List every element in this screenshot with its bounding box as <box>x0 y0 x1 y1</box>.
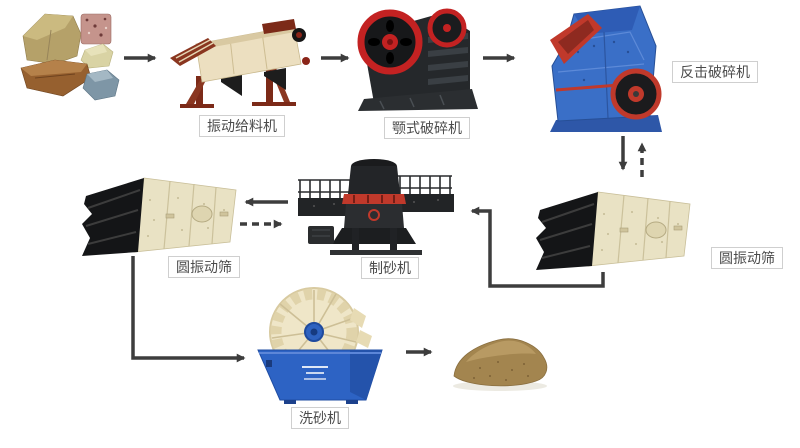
label-sand-washer: 洗砂机 <box>291 407 349 429</box>
vibrating-screen-right-image <box>536 184 698 272</box>
vibrating-screen-icon <box>82 177 237 256</box>
sand-washer-image <box>250 286 392 406</box>
sand-pile-image <box>446 328 554 394</box>
vibrating-feeder-icon <box>170 19 310 108</box>
jaw-crusher-image <box>350 3 482 115</box>
label-vibrating-screen-right: 圆振动筛 <box>711 247 783 269</box>
label-jaw-crusher: 颚式破碎机 <box>384 117 470 139</box>
jaw-crusher-icon <box>357 8 478 111</box>
raw-rocks-icon <box>20 13 120 101</box>
sand-pile-icon <box>453 338 548 391</box>
arrow-screen-right-to-sand-maker <box>470 206 605 288</box>
impact-crusher-icon <box>550 5 662 132</box>
label-sand-maker: 制砂机 <box>361 257 419 279</box>
raw-rocks-image <box>15 8 120 103</box>
impact-crusher-image <box>544 2 670 135</box>
vibrating-screen-icon <box>536 191 691 270</box>
label-vibrating-screen-left: 圆振动筛 <box>168 256 240 278</box>
label-vibrating-feeder: 振动给料机 <box>199 115 285 137</box>
sand-maker-icon <box>298 159 454 255</box>
vibrating-feeder-image <box>166 12 311 112</box>
sand-maker-image <box>294 156 458 261</box>
vibrating-screen-left-image <box>82 170 244 258</box>
sand-washer-icon <box>257 287 383 404</box>
arrow-screen-left-to-washer <box>131 256 246 363</box>
label-impact-crusher: 反击破碎机 <box>672 61 758 83</box>
